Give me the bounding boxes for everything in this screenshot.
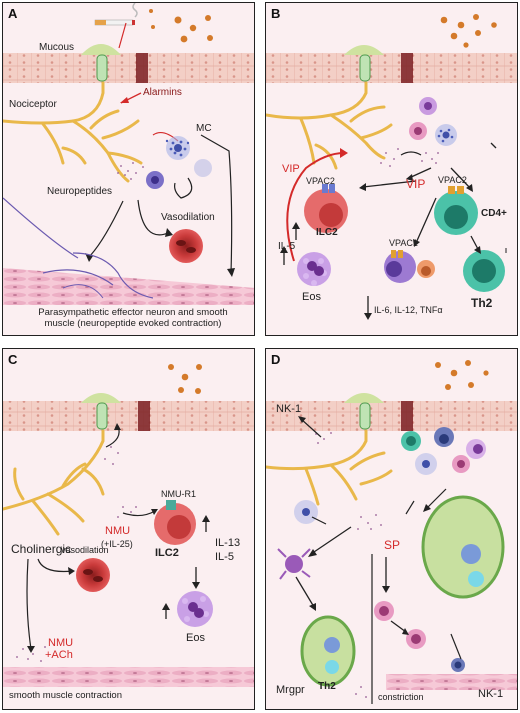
neuron-icon <box>266 81 393 170</box>
nmu-smooth-label: NMU <box>48 637 74 649</box>
panel-label-d: D <box>271 352 281 367</box>
macrophage-icon <box>421 495 505 599</box>
ilc2-label: ILC2 <box>155 547 179 559</box>
th2-cell-icon <box>434 186 478 235</box>
epithelium-layer <box>3 53 254 83</box>
mucous-blob <box>81 44 121 55</box>
il5-label: IL-5 <box>278 241 296 252</box>
panel-a: A Mucous Nociceptor Alarmins MC Neuropep… <box>2 2 255 336</box>
neuropeptides-label: Neuropeptides <box>47 186 113 197</box>
smooth-muscle-icon <box>3 667 254 687</box>
eosinophil-icon <box>297 252 331 286</box>
panel-label-b: B <box>271 6 281 21</box>
il5-label: IL-5 <box>215 551 234 563</box>
alarmins-label: Alarmins <box>143 87 182 98</box>
nk1-label-top: NK-1 <box>276 403 302 415</box>
smooth-muscle-icon <box>386 674 517 690</box>
th2-label: Th2 <box>318 681 336 692</box>
eos-label: Eos <box>186 632 205 644</box>
cholinergic-label: Cholinergic <box>11 542 72 556</box>
panel-c: C NMU-R1 Cholinergic NMU (+IL-25) ILC2 I… <box>2 348 255 710</box>
ilc2-cell-icon <box>154 500 196 545</box>
cigarette-icon <box>94 3 138 26</box>
eosinophil-icon <box>177 591 213 627</box>
nk1-label-bottom: NK-1 <box>478 688 504 700</box>
neuron-icon <box>3 429 105 536</box>
neuron-icon <box>266 429 393 506</box>
panel-label-a: A <box>8 6 18 21</box>
th2-label: Th2 <box>471 296 493 310</box>
dendritic-cell-icon <box>277 548 311 580</box>
allergen-particle-icon <box>435 360 489 390</box>
ilc2-cell-icon <box>304 184 348 233</box>
smooth-muscle-icon <box>3 252 254 305</box>
nmu-label: NMU <box>105 525 131 537</box>
nociceptor-label: Nociceptor <box>9 99 57 110</box>
panel-a-illustration <box>3 3 254 305</box>
mucous-label: Mucous <box>39 42 75 53</box>
allergen-particle-icon <box>440 14 497 48</box>
panel-a-caption: Parasympathetic effector neuron and smoo… <box>38 307 228 329</box>
cytokines-label: IL-6, IL-12, TNFα <box>374 305 443 315</box>
vasodilation-label: vasodilation <box>61 545 109 555</box>
vip-label-left: VIP <box>282 163 300 175</box>
panel-d-illustration <box>266 360 517 704</box>
panel-b: B VIP VPAC2 VIP VPAC2 CD4+ ILC2 IL-5 VPA… <box>265 2 518 336</box>
panel-label-c: C <box>8 352 18 367</box>
red-blood-cell-icon <box>76 558 110 592</box>
vpac2-label-left: VPAC2 <box>306 176 335 186</box>
vip-label-center: VIP <box>406 177 426 191</box>
neuron-icon <box>3 81 143 183</box>
sp-label: SP <box>384 538 401 552</box>
panel-c-caption: smooth muscle contraction <box>9 690 122 701</box>
allergen-particle-icon <box>168 364 202 394</box>
panel-b-illustration <box>266 14 517 320</box>
constriction-label: constriction <box>378 692 424 702</box>
ach-label: +ACh <box>45 649 73 661</box>
cd4-label: CD4+ <box>481 208 507 219</box>
sensory-cell-icon <box>96 54 108 82</box>
mrgpr-label: Mrgpr <box>276 684 305 696</box>
red-blood-cell-icon <box>169 229 203 263</box>
vpac2-label-right: VPAC2 <box>438 175 467 185</box>
panel-d: D NK-1 SP Th2 Mrgpr constriction NK-1 <box>265 348 518 710</box>
eos-label: Eos <box>302 291 321 303</box>
vasodilation-label: Vasodilation <box>161 212 215 223</box>
mast-cell-icon <box>165 136 190 160</box>
panel-c-illustration <box>3 364 254 687</box>
mast-cell-icon <box>435 124 457 146</box>
nmu-r1-label: NMU-R1 <box>161 489 196 499</box>
il25-label: (+IL-25) <box>101 539 133 549</box>
damaged-epithelium <box>136 53 148 83</box>
il13-label: IL-13 <box>215 537 241 549</box>
mc-label: MC <box>196 123 212 134</box>
ilc2-label: ILC2 <box>316 227 338 238</box>
vpac1-label: VPAC1 <box>389 238 418 248</box>
th2-cell-icon <box>300 615 356 687</box>
allergen-particle-icon <box>149 9 213 43</box>
